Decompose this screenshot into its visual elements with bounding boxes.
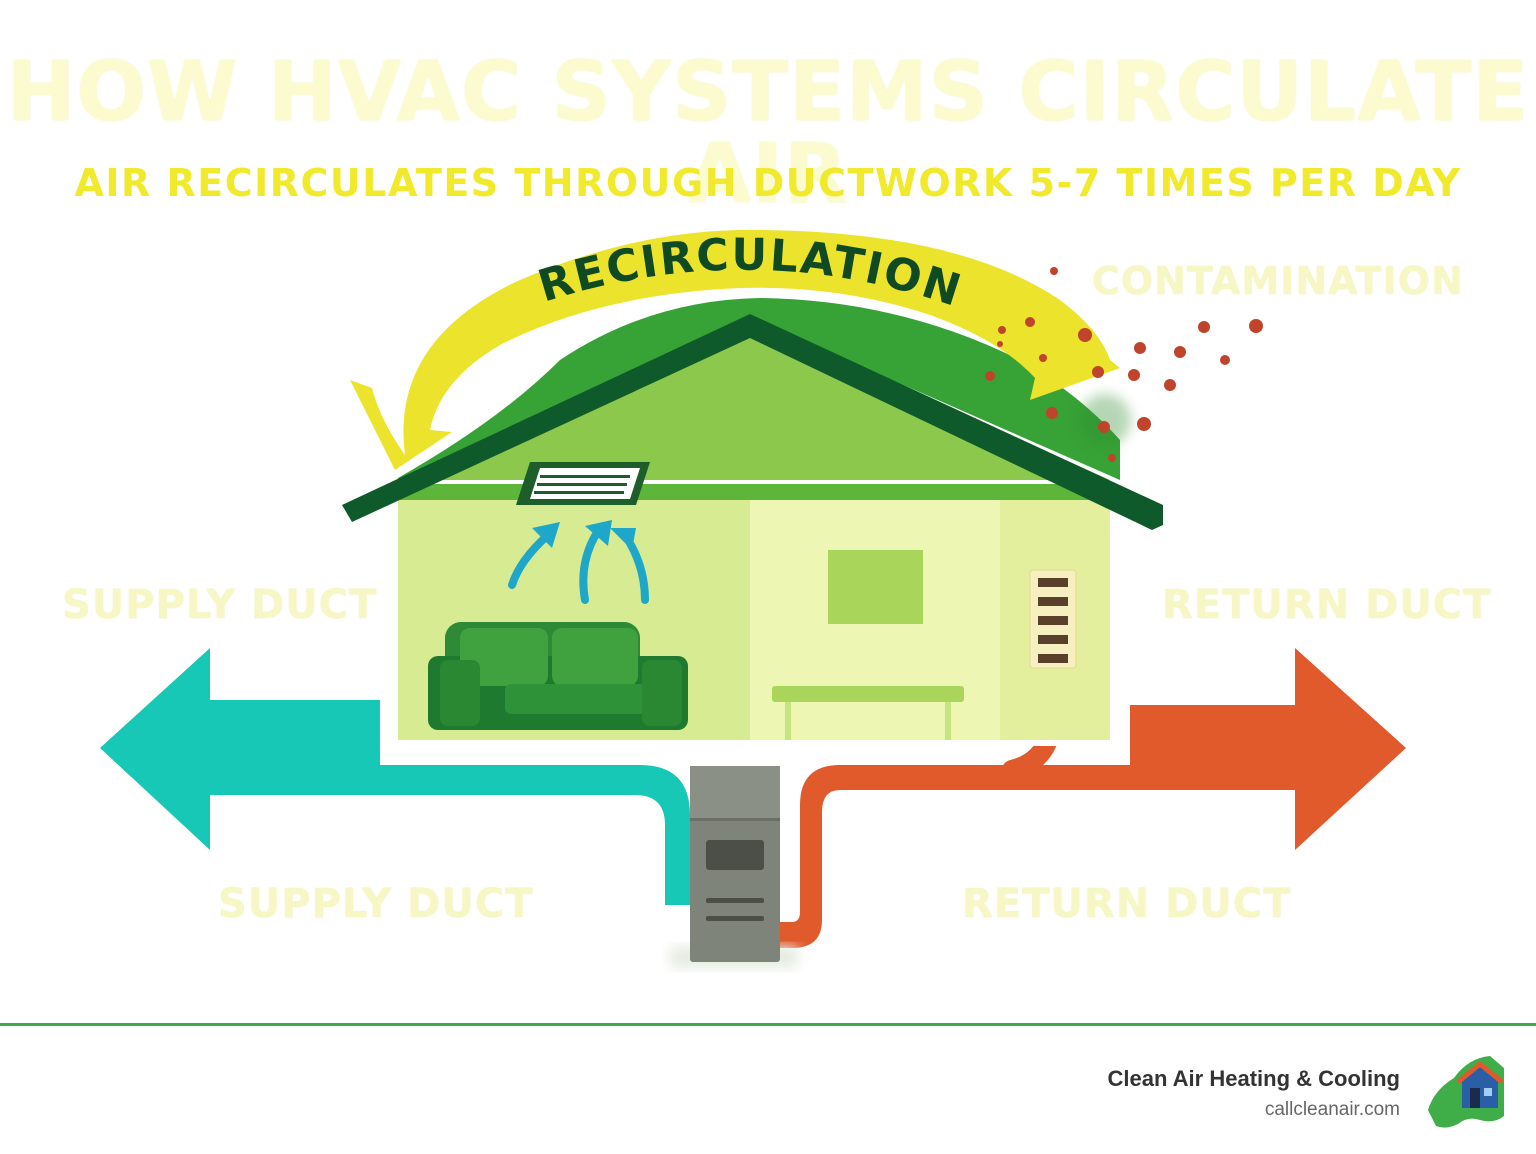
return-duct-label-upper: RETURN DUCT [1162, 582, 1492, 628]
return-grille-icon [1029, 569, 1077, 669]
vent-icon [516, 462, 650, 505]
return-duct-label-lower: RETURN DUCT [962, 881, 1292, 927]
furnace-icon [670, 766, 798, 968]
footer-divider [0, 1023, 1536, 1026]
brand-url[interactable]: callcleanair.com [1264, 1099, 1400, 1120]
house [398, 298, 1120, 746]
sofa-icon [428, 622, 688, 730]
supply-duct-label-lower: SUPPLY DUCT [218, 881, 534, 927]
brand-name: Clean Air Heating & Cooling [1107, 1066, 1400, 1091]
supply-duct-label-upper: SUPPLY DUCT [62, 582, 378, 628]
recirculation-arrow-icon [350, 229, 1120, 470]
page-subtitle: AIR RECIRCULATES THROUGH DUCTWORK 5-7 TI… [74, 161, 1462, 205]
contaminant-particles-icon [985, 267, 1263, 462]
house-logo-icon [1428, 1056, 1504, 1128]
contamination-label: CONTAMINATION [1092, 259, 1464, 303]
page-title: HOW HVAC SYSTEMS CIRCULATE AIR [6, 45, 1530, 222]
supply-duct-arrow [100, 648, 690, 905]
